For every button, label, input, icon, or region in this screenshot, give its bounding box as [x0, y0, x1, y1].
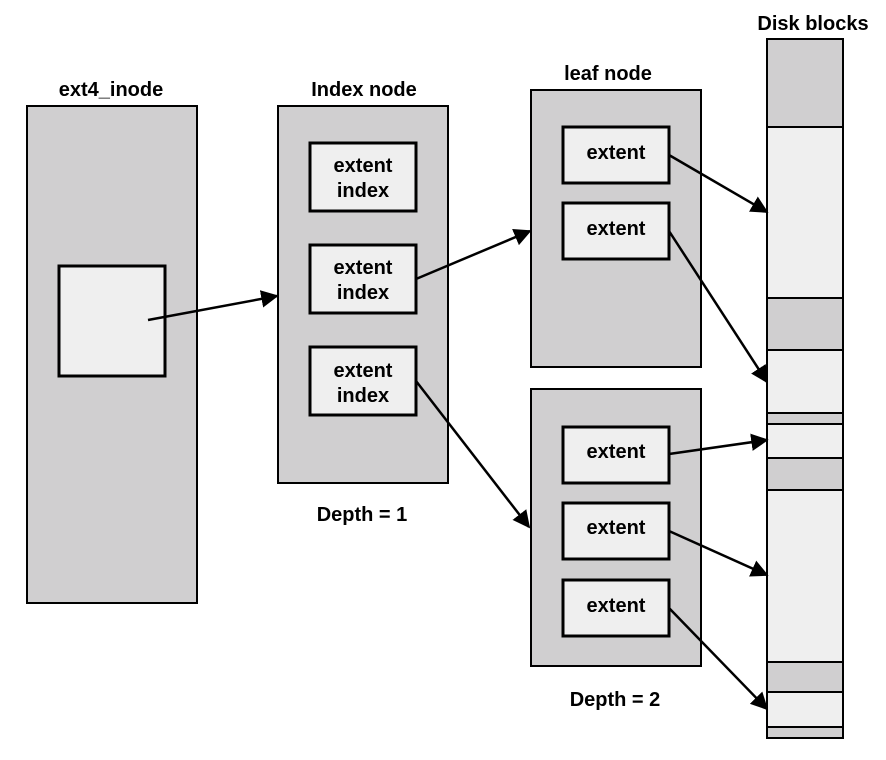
entry-label-line1: extent: [334, 360, 393, 382]
entry-label-line1: extent: [334, 257, 393, 279]
disk-block: [766, 423, 844, 459]
disk-block: [766, 489, 844, 663]
arrow-index-to-leaf1: [415, 229, 532, 281]
disk-blocks-title: Disk blocks: [757, 13, 868, 35]
depth-1-label: Depth = 1: [317, 504, 408, 526]
arrow-extent-to-block: [668, 529, 769, 577]
leaf-node-2: extent extent extent Depth = 2: [530, 388, 702, 711]
extent-entry: extent: [561, 578, 671, 638]
disk-block: [766, 691, 844, 728]
disk-block: [766, 126, 844, 299]
arrow-extent-to-block: [668, 607, 769, 711]
extent-index-entry: extent index: [308, 243, 418, 315]
extent-entry: extent: [561, 501, 671, 561]
arrow-extent-to-block: [667, 230, 769, 384]
inode-pointer-block: [57, 264, 167, 378]
ext4-inode: ext4_inode: [26, 79, 198, 604]
entry-label-line2: index: [337, 282, 389, 304]
index-node: Index node extent index extent index ext…: [277, 79, 449, 526]
extent-label: extent: [587, 142, 646, 164]
disk-block: [766, 349, 844, 414]
extent-entry: extent: [561, 425, 671, 485]
disk-blocks: Disk blocks: [757, 13, 869, 739]
entry-label-line2: index: [337, 385, 389, 407]
extent-label: extent: [587, 517, 646, 539]
extent-label: extent: [587, 441, 646, 463]
extent-index-entry: extent index: [308, 345, 418, 417]
pointer-arrows: [147, 153, 769, 711]
extent-label: extent: [587, 218, 646, 240]
arrow-inode-to-index: [147, 290, 279, 322]
extent-entry: extent: [561, 201, 671, 261]
extent-entry: extent: [561, 125, 671, 185]
entry-label-line1: extent: [334, 155, 393, 177]
arrow-index-to-leaf2: [415, 380, 531, 529]
inode-title: ext4_inode: [59, 79, 163, 101]
leaf-node-1: leaf node extent extent: [530, 63, 702, 368]
extent-label: extent: [587, 595, 646, 617]
index-node-title: Index node: [311, 79, 417, 101]
entry-label-line2: index: [337, 180, 389, 202]
arrow-extent-to-block: [668, 433, 769, 456]
depth-2-label: Depth = 2: [570, 689, 661, 711]
extent-index-entry: extent index: [308, 141, 418, 213]
leaf-node-title: leaf node: [564, 63, 652, 85]
arrow-extent-to-block: [668, 153, 769, 214]
